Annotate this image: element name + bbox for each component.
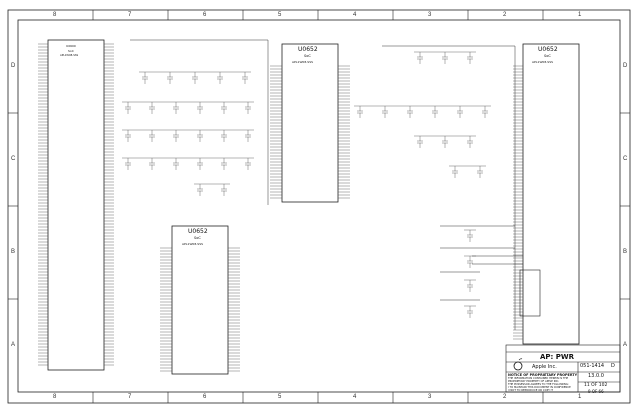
zone-row-c-right: C	[623, 156, 628, 162]
connector-block	[519, 269, 541, 317]
chip-bottom-center-name: SoC	[194, 236, 201, 240]
company-name: Apple Inc.	[532, 364, 557, 370]
zone-row-b-left: B	[11, 249, 16, 255]
chip-top-center-ref: U0652	[298, 46, 318, 53]
chip-main-left	[38, 39, 114, 371]
signal-lines	[130, 39, 523, 330]
chip-bottom-center-part: APL1W08-SSS	[182, 242, 204, 246]
zone-col-1-bottom: 1	[578, 394, 582, 400]
chip-main-left-ref: U0600	[66, 44, 76, 48]
zone-col-7-top: 7	[128, 12, 132, 18]
notice-line-2: PROPRIETARY PROPERTY OF APPLE INC.	[508, 380, 560, 383]
left-chip-pins	[38, 43, 114, 366]
zone-col-8-bottom: 8	[53, 394, 57, 400]
sheet-count: 11 OF 102	[584, 383, 608, 388]
notice-line-3: THE POSSESSOR AGREES TO THE FOLLOWING:	[508, 383, 569, 386]
apple-logo	[513, 358, 523, 371]
page-count: 9 OF 66	[588, 389, 604, 394]
version: 13.0.0	[588, 373, 604, 379]
doc-number: 051-1414	[580, 363, 605, 369]
chip-main-left-name: SoC	[68, 49, 74, 53]
zone-col-2-bottom: 2	[503, 394, 507, 400]
chip-top-right	[513, 43, 580, 345]
zone-col-4-bottom: 4	[353, 394, 357, 400]
chip-top-center	[270, 43, 350, 203]
zone-col-5-top: 5	[278, 12, 282, 18]
bottom-center-chip-pins	[160, 247, 240, 372]
notice-line-1: THE INFORMATION CONTAINED HEREIN IS THE	[508, 377, 569, 380]
zone-col-1-top: 1	[578, 12, 582, 18]
zone-row-d-right: D	[623, 63, 628, 69]
top-center-chip-pins	[270, 65, 350, 199]
top-right-chip-pins	[513, 65, 523, 340]
zone-col-5-bottom: 5	[278, 394, 282, 400]
zone-col-4-top: 4	[353, 12, 357, 18]
zone-row-d-left: D	[11, 63, 16, 69]
capacitor-banks	[122, 51, 491, 318]
zone-col-2-top: 2	[503, 12, 507, 18]
zone-col-3-top: 3	[428, 12, 432, 18]
zone-col-6-top: 6	[203, 12, 207, 18]
chip-top-right-ref: U0652	[538, 46, 558, 53]
chip-top-right-part: APL1W08-SSS	[532, 60, 554, 64]
title-block-frame	[505, 344, 621, 393]
zone-col-7-bottom: 7	[128, 394, 132, 400]
revision: D	[611, 363, 615, 369]
zone-row-b-right: B	[623, 249, 628, 255]
zone-row-a-right: A	[623, 342, 628, 348]
chip-top-center-name: SoC	[304, 54, 311, 58]
zone-row-c-left: C	[11, 156, 16, 162]
zone-ticks	[8, 10, 630, 403]
chip-bottom-center	[160, 225, 240, 375]
notice-title: NOTICE OF PROPRIETARY PROPERTY	[508, 373, 578, 377]
chip-bottom-center-ref: U0652	[188, 228, 208, 235]
chip-top-right-name: SoC	[544, 54, 551, 58]
chip-main-left-part: APL1W08-SSS	[60, 54, 79, 57]
sheet-outer-border	[7, 9, 631, 404]
zone-col-3-bottom: 3	[428, 394, 432, 400]
page-title: AP: PWR	[540, 353, 575, 361]
chip-top-center-part: APL1W08-SSS	[292, 60, 314, 64]
zone-row-a-left: A	[11, 342, 16, 348]
zone-col-8-top: 8	[53, 12, 57, 18]
notice-line-4: I TO MAINTAIN THIS DOCUMENT IN CONFIDENC…	[508, 386, 571, 389]
zone-col-6-bottom: 6	[203, 394, 207, 400]
notice-line-5: II NOT TO REPRODUCE OR COPY IT	[508, 389, 554, 392]
